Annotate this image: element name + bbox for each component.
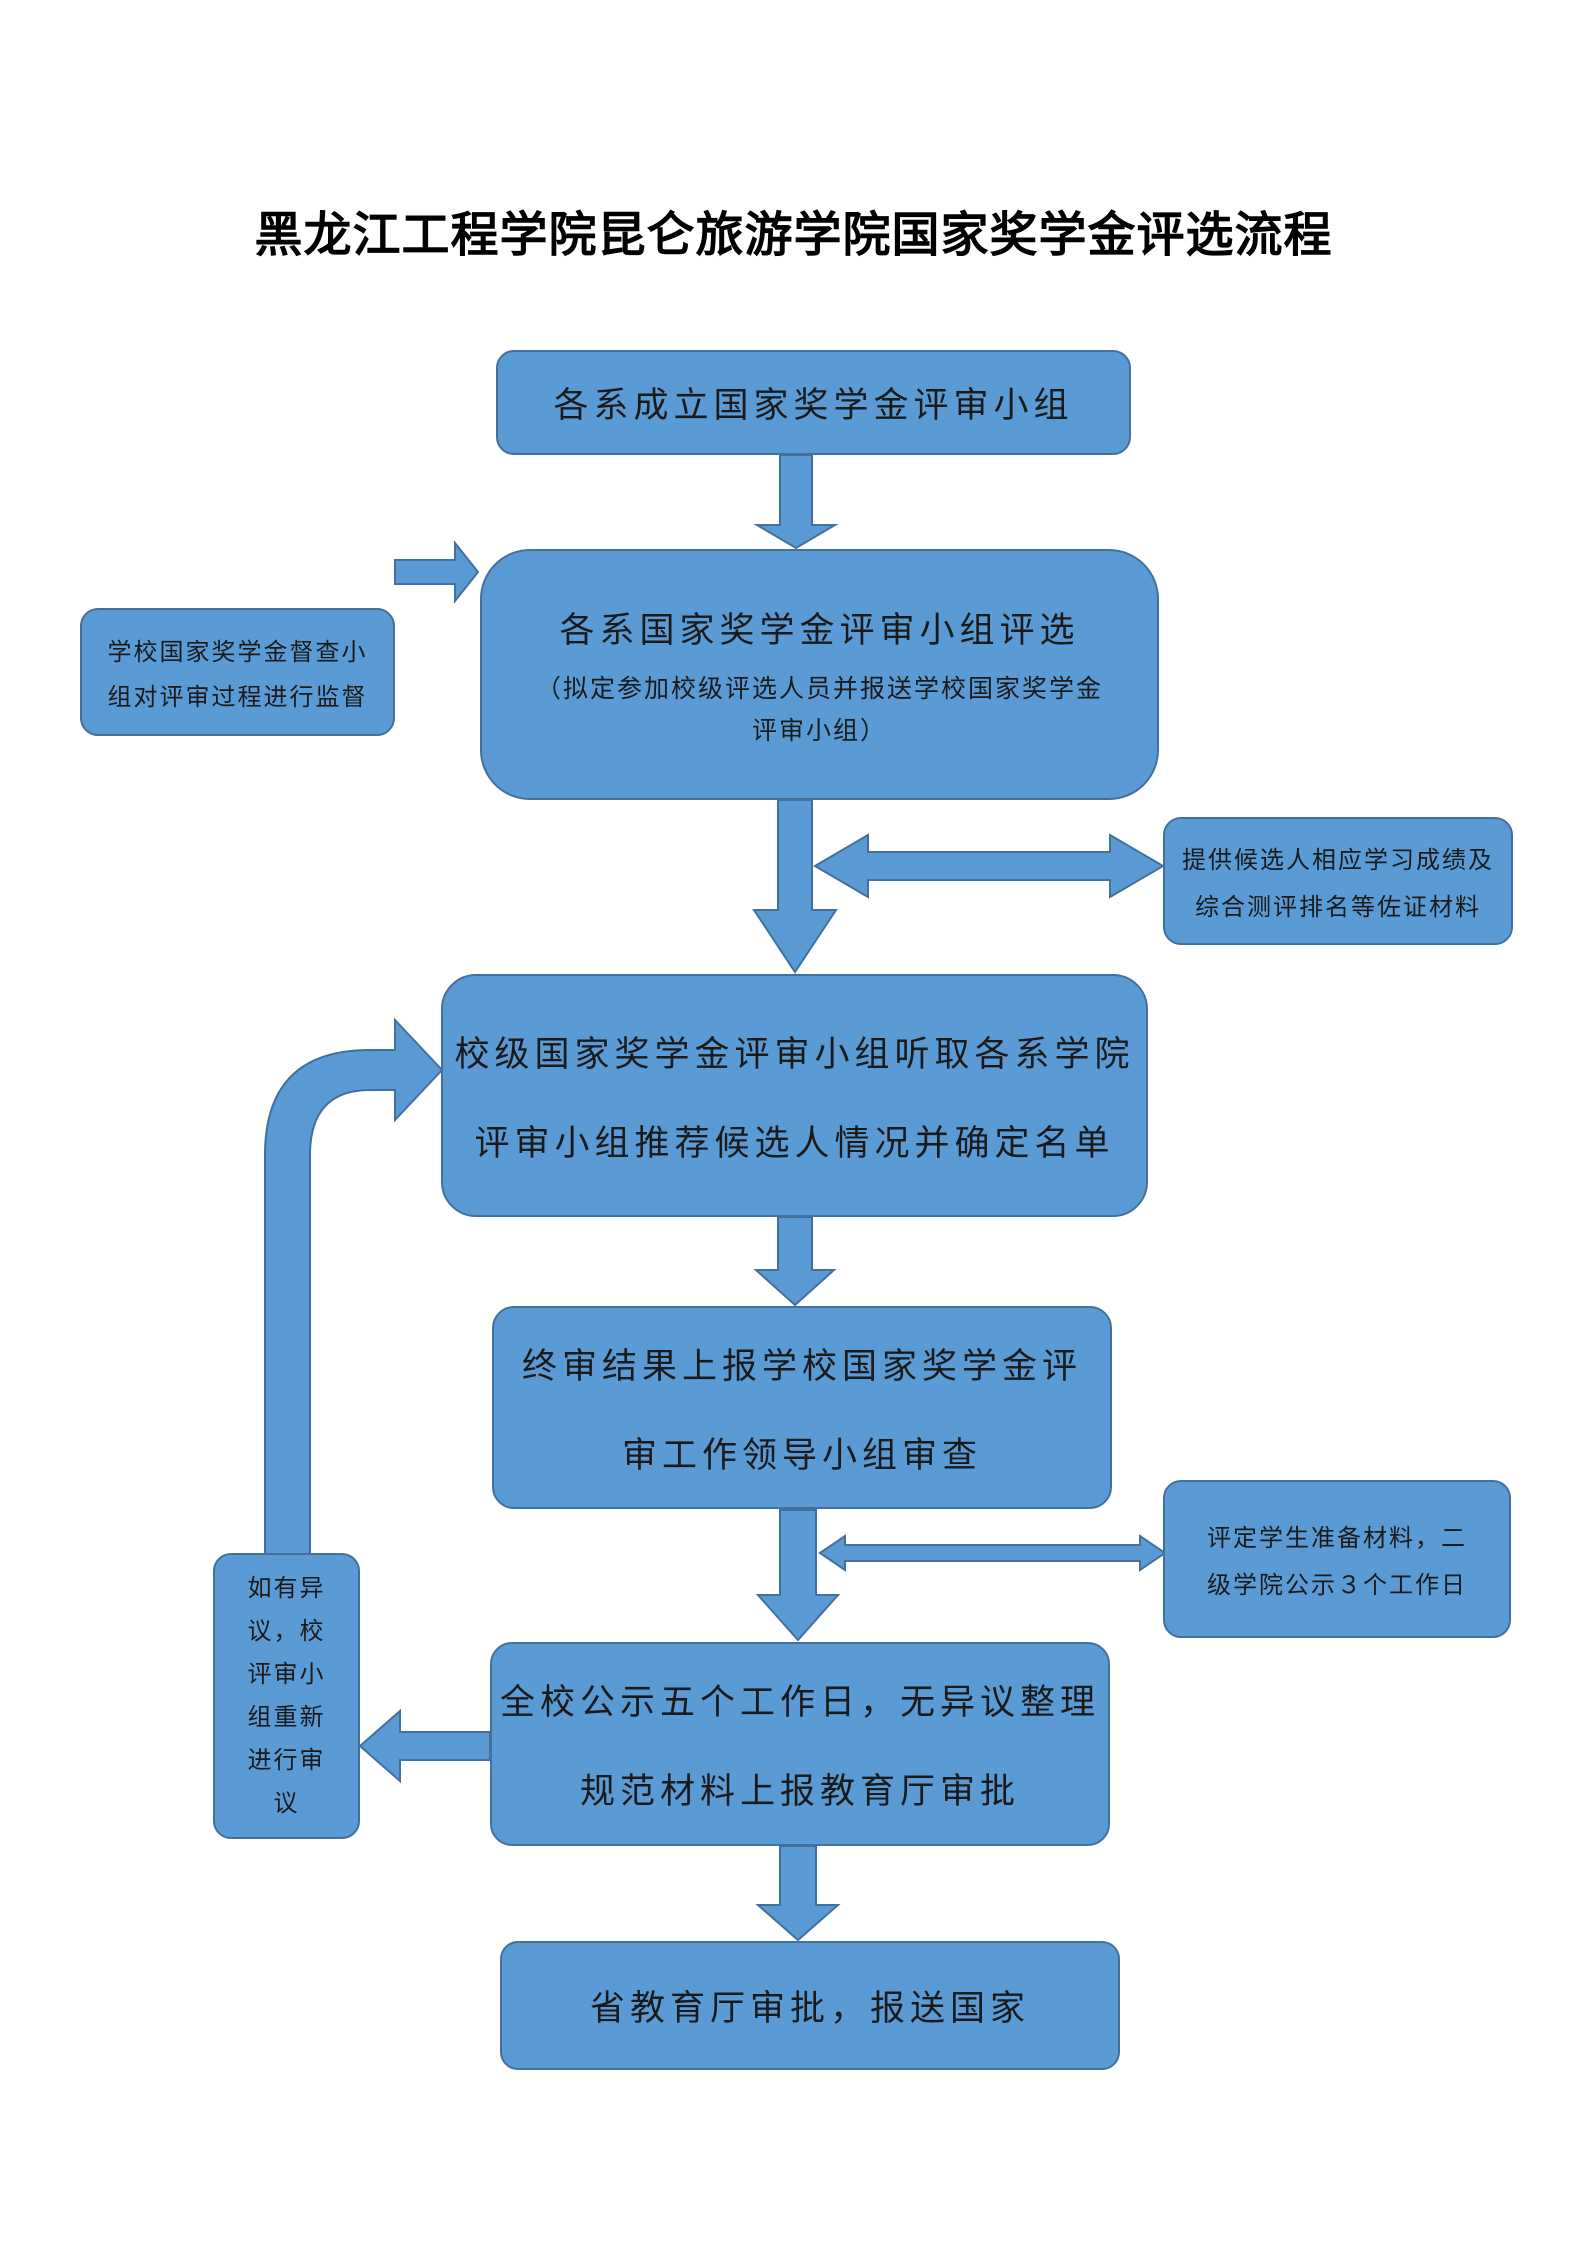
step-school-committee-review-line-1: 校级国家奖学金评审小组听取各系学院 <box>454 1034 1135 1075</box>
note-objection-line-6: 议 <box>273 1789 300 1817</box>
arrow-down-3 <box>753 1216 837 1307</box>
note-prepare-materials: 评定学生准备材料，二 级学院公示３个工作日 <box>1163 1480 1511 1638</box>
step-school-committee-review-line-2: 评审小组推荐候选人情况并确定名单 <box>474 1123 1115 1164</box>
arrow-down-4 <box>755 1509 841 1642</box>
step-public-announcement: 全校公示五个工作日，无异议整理 规范材料上报教育厅审批 <box>490 1642 1110 1846</box>
step-school-committee-review: 校级国家奖学金评审小组听取各系学院 评审小组推荐候选人情况并确定名单 <box>441 974 1148 1217</box>
note-evidence: 提供候选人相应学习成绩及 综合测评排名等佐证材料 <box>1163 817 1513 945</box>
note-objection-line-5: 进行审 <box>247 1746 326 1774</box>
arrow-return-objection <box>264 1017 444 1556</box>
arrow-left-objection <box>358 1708 491 1784</box>
arrow-down-2 <box>752 799 838 974</box>
arrow-right-supervision <box>394 540 480 604</box>
step-department-selection-note-1: （拟定参加校级评选人员并报送学校国家奖学金 <box>535 674 1103 703</box>
note-evidence-line-2: 综合测评排名等佐证材料 <box>1195 893 1481 921</box>
page-title: 黑龙江工程学院昆仑旅游学院国家奖学金评选流程 <box>254 207 1333 263</box>
note-objection-line-3: 评审小 <box>247 1660 326 1688</box>
step-form-committee: 各系成立国家奖学金评审小组 <box>496 350 1131 455</box>
arrow-down-5 <box>755 1845 841 1942</box>
note-objection-line-4: 组重新 <box>247 1703 326 1731</box>
note-objection-line-1: 如有异 <box>247 1574 326 1602</box>
arrow-double-prepare <box>818 1534 1167 1572</box>
step-department-selection-note-2: 评审小组） <box>751 716 887 745</box>
step-provincial-approval-label: 省教育厅审批，报送国家 <box>589 1989 1030 2029</box>
arrow-double-evidence <box>813 833 1165 899</box>
note-prepare-materials-line-1: 评定学生准备材料，二 <box>1207 1524 1467 1552</box>
step-final-review-report-line-1: 终审结果上报学校国家奖学金评 <box>521 1346 1082 1387</box>
step-department-selection: 各系国家奖学金评审小组评选 （拟定参加校级评选人员并报送学校国家奖学金 评审小组… <box>480 549 1159 800</box>
step-department-selection-title: 各系国家奖学金评审小组评选 <box>559 611 1080 651</box>
note-evidence-line-1: 提供候选人相应学习成绩及 <box>1182 846 1494 874</box>
note-objection-line-2: 议，校 <box>247 1617 326 1645</box>
step-final-review-report-line-2: 审工作领导小组审查 <box>621 1435 982 1476</box>
note-objection: 如有异 议，校 评审小 组重新 进行审 议 <box>213 1553 360 1839</box>
note-supervision-line-1: 学校国家奖学金督查小 <box>107 638 368 666</box>
note-supervision-line-2: 组对评审过程进行监督 <box>107 683 368 711</box>
arrow-down-1 <box>753 454 839 550</box>
step-provincial-approval: 省教育厅审批，报送国家 <box>500 1941 1120 2070</box>
step-final-review-report: 终审结果上报学校国家奖学金评 审工作领导小组审查 <box>492 1306 1112 1509</box>
step-public-announcement-line-2: 规范材料上报教育厅审批 <box>579 1772 1020 1812</box>
step-public-announcement-line-1: 全校公示五个工作日，无异议整理 <box>499 1683 1100 1723</box>
step-form-committee-label: 各系成立国家奖学金评审小组 <box>553 386 1074 426</box>
note-prepare-materials-line-2: 级学院公示３个工作日 <box>1207 1571 1467 1599</box>
note-supervision: 学校国家奖学金督查小 组对评审过程进行监督 <box>80 608 395 736</box>
